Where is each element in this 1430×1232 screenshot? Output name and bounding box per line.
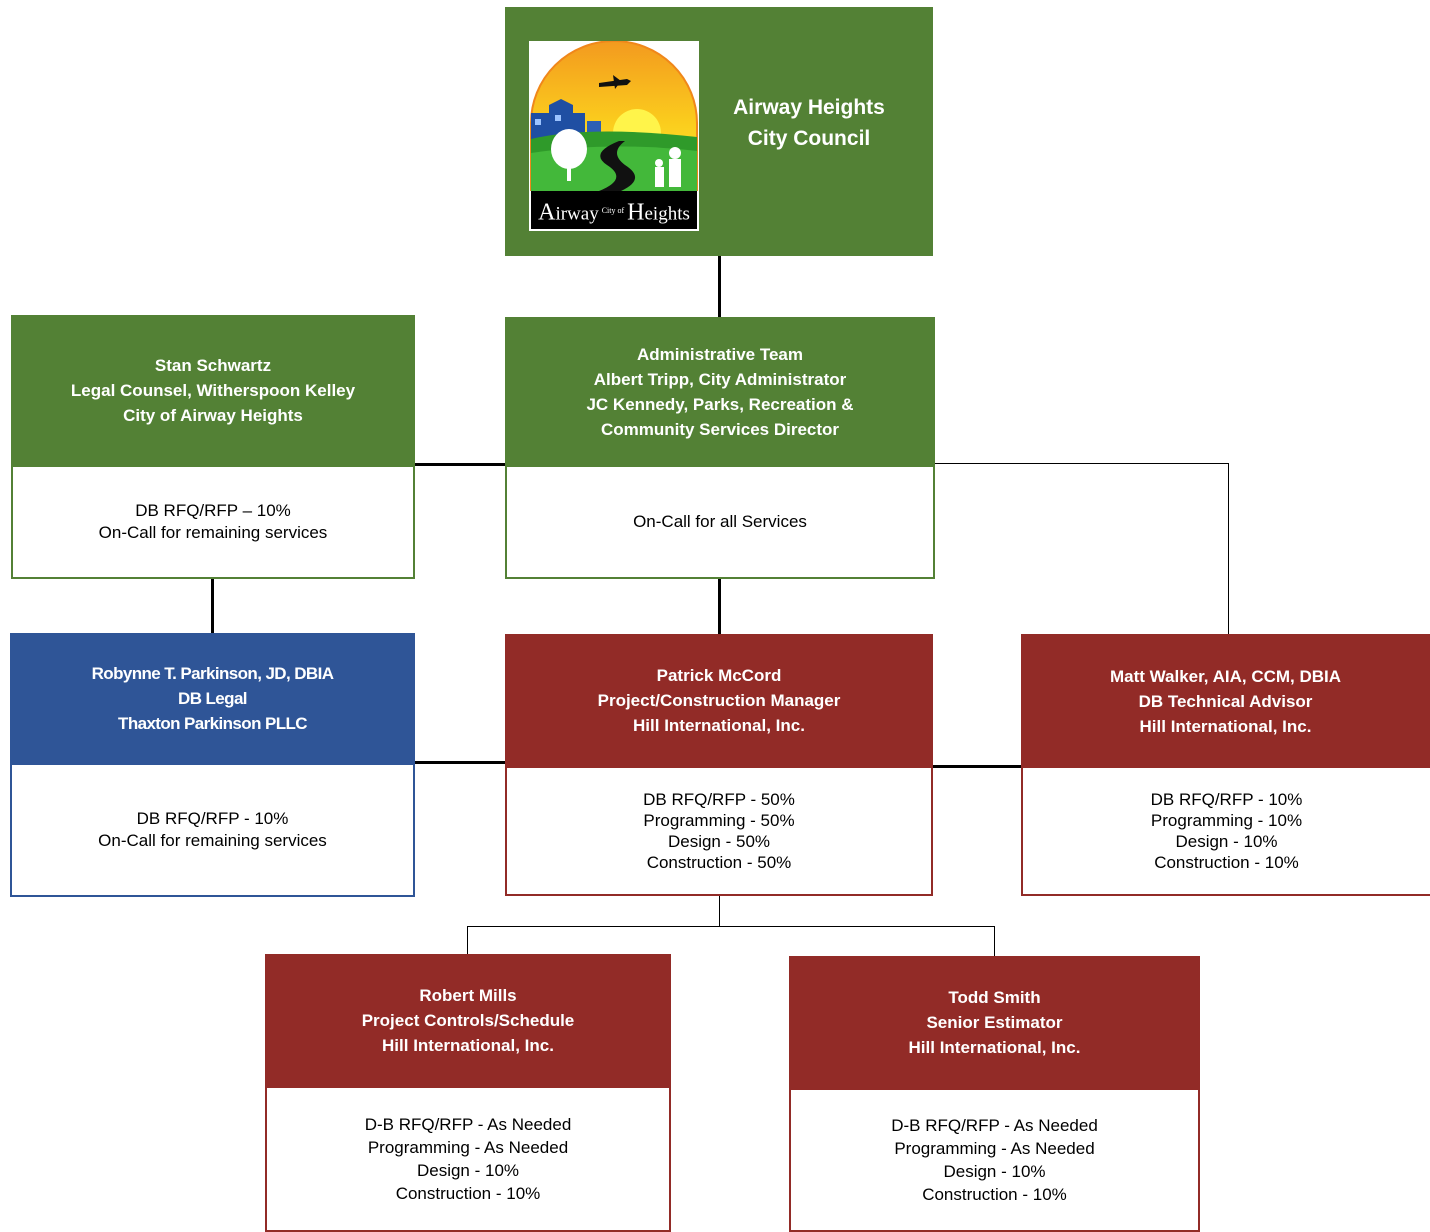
city-council-title: Airway Heights City Council [733, 96, 885, 150]
estimator-scope: D-B RFQ/RFP - As Needed Programming - As… [789, 1088, 1200, 1232]
estimator-header: Todd Smith Senior Estimator Hill Interna… [789, 956, 1200, 1089]
technical-advisor-org: Hill International, Inc. [1139, 717, 1312, 736]
project-controls-name: Robert Mills [419, 986, 517, 1005]
technical-advisor-header: Matt Walker, AIA, CCM, DBIA DB Technical… [1021, 634, 1430, 769]
db-legal-scope: DB RFQ/RFP - 10% On-Call for remaining s… [10, 763, 415, 897]
connector-legal-dblegal [211, 577, 214, 635]
project-controls-scope: D-B RFQ/RFP - As Needed Programming - As… [265, 1086, 671, 1232]
project-manager-scope: DB RFQ/RFP - 50% Programming - 50% Desig… [505, 766, 933, 896]
project-controls-org: Hill International, Inc. [382, 1036, 554, 1055]
legal-counsel-scope: DB RFQ/RFP – 10% On-Call for remaining s… [11, 465, 415, 579]
project-manager-name: Patrick McCord [656, 666, 782, 685]
technical-advisor-scope: DB RFQ/RFP - 10% Programming - 10% Desig… [1021, 768, 1430, 896]
project-controls-role: Project Controls/Schedule [361, 1011, 575, 1030]
city-logo-graphic [529, 40, 699, 231]
legal-counsel-org: City of Airway Heights [123, 406, 303, 425]
project-controls-header: Robert Mills Project Controls/Schedule H… [265, 954, 671, 1087]
connector-admin-pm [718, 577, 721, 635]
connector-children-h [467, 926, 995, 927]
admin-team-scope: On-Call for all Services [505, 465, 935, 579]
legal-counsel-header: Stan Schwartz Legal Counsel, Witherspoon… [11, 315, 415, 466]
admin-team-header: Administrative Team Albert Tripp, City A… [505, 317, 935, 466]
project-manager-org: Hill International, Inc. [633, 716, 805, 735]
legal-counsel-name: Stan Schwartz [154, 356, 272, 375]
legal-counsel-role: Legal Counsel, Witherspoon Kelley [70, 381, 356, 400]
db-legal-role: DB Legal [178, 689, 247, 708]
estimator-role: Senior Estimator [926, 1013, 1063, 1032]
project-manager-header: Patrick McCord Project/Construction Mana… [505, 634, 933, 767]
connector-to-estimator [994, 926, 995, 957]
technical-advisor-name: Matt Walker, AIA, CCM, DBIA [1109, 667, 1342, 686]
db-legal-org: Thaxton Parkinson PLLC [118, 714, 308, 733]
connector-to-controls [467, 926, 468, 955]
connector-admin-advisor-h [933, 463, 1229, 464]
db-legal-header: Robynne T. Parkinson, JD, DBIA DB Legal … [10, 633, 415, 764]
connector-pm-advisor [933, 765, 1022, 768]
estimator-org: Hill International, Inc. [908, 1038, 1081, 1057]
technical-advisor-role: DB Technical Advisor [1138, 692, 1313, 711]
connector-pm-down [719, 895, 720, 927]
estimator-name: Todd Smith [948, 988, 1041, 1007]
connector-dblegal-pm [413, 761, 507, 764]
db-legal-name: Robynne T. Parkinson, JD, DBIA [91, 664, 334, 683]
admin-team-title: Administrative Team [637, 344, 803, 364]
connector-legal-admin [413, 463, 507, 466]
project-manager-role: Project/Construction Manager [597, 691, 841, 710]
connector-admin-advisor-v [1228, 463, 1229, 635]
connector-council-admin [718, 255, 721, 317]
